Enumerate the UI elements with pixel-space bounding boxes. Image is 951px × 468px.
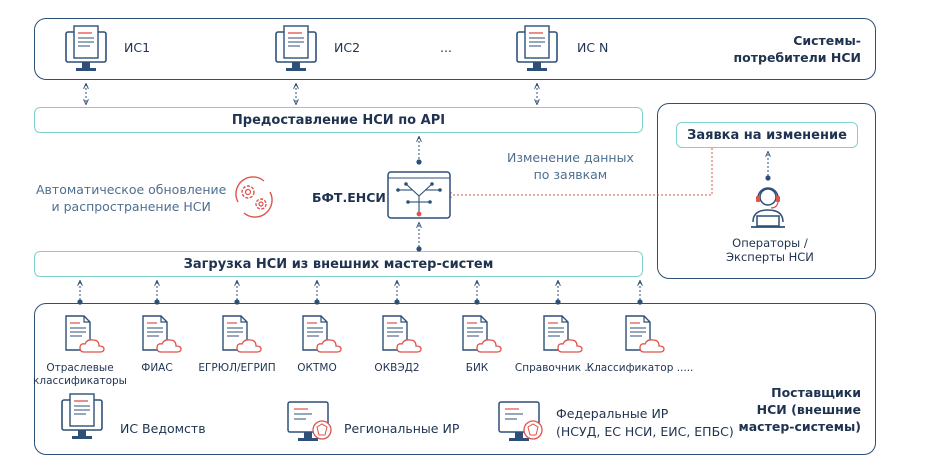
document-cloud-icon (625, 315, 665, 353)
operator-headset-icon (751, 187, 785, 228)
legend-federal-line: (НСУД, ЕС НСИ, ЕИС, ЕПБС) (556, 423, 734, 439)
supplier-source-line: ОКВЭД2 (374, 362, 420, 374)
suppliers-title-line: НСИ (внешние (756, 401, 861, 417)
coat-of-arms-icon (498, 401, 543, 441)
supplier-source-label: ОКВЭД2 (374, 362, 419, 375)
computer-doc-icon (61, 393, 103, 439)
legend-federal-line: Федеральные ИР (556, 406, 669, 421)
supplier-source-label: Классификатор ..... (587, 362, 694, 375)
supplier-source-label: ОКТМО (297, 362, 336, 375)
legend-federal: Федеральные ИР (НСУД, ЕС НСИ, ЕИС, ЕПБС) (556, 405, 734, 440)
supplier-source-line: ФИАС (141, 362, 173, 374)
supplier-source-label: Справочник ..... (515, 362, 601, 375)
computer-doc-icon (275, 25, 317, 71)
auto-update-label: Автоматическое обновление и распростране… (36, 182, 226, 216)
operators-line: Эксперты НСИ (726, 249, 814, 264)
change-note-line: по заявкам (533, 166, 608, 182)
document-cloud-icon (222, 315, 262, 353)
document-cloud-icon (462, 315, 502, 353)
supplier-source-label: ФИАС (141, 362, 172, 375)
legend-regional: Региональные ИР (344, 421, 460, 436)
supplier-source-line: Классификатор ..... (586, 362, 694, 374)
change-note: Изменение данных по заявкам (507, 150, 634, 184)
suppliers-title-line: мастер-системы) (738, 418, 861, 434)
change-note-line: Изменение данных (507, 150, 634, 165)
consumer-systems-frame (34, 18, 876, 80)
document-cloud-icon (65, 315, 105, 353)
supplier-source-label: ЕГРЮЛ/ЕГРИП (198, 362, 275, 375)
consumers-title: Системы- потребители НСИ (734, 33, 861, 67)
legend-agencies: ИС Ведомств (120, 421, 206, 436)
consumer-system-label: ИС2 (334, 40, 361, 55)
supplier-source-line: ЕГРЮЛ/ЕГРИП (198, 362, 276, 374)
platform-title: БФТ.ЕНСИ (312, 190, 386, 205)
gear-cycle-icon (235, 176, 273, 218)
coat-of-arms-icon (287, 401, 332, 441)
change-request-bar: Заявка на изменение (676, 122, 858, 148)
supplier-source-label: БИК (466, 362, 489, 375)
supplier-systems-frame (34, 303, 876, 455)
document-cloud-icon (382, 315, 422, 353)
auto-update-line: Автоматическое обновление (36, 182, 227, 197)
document-cloud-icon (142, 315, 182, 353)
consumers-title-line: потребители НСИ (733, 49, 861, 65)
computer-doc-icon (65, 25, 107, 71)
document-cloud-icon (302, 315, 342, 353)
master-load-bar: Загрузка НСИ из внешних мастер-систем (34, 251, 643, 277)
supplier-source-line: ОКТМО (297, 362, 337, 374)
consumers-title-line: Системы- (793, 33, 861, 48)
ellipsis: ... (440, 40, 452, 55)
suppliers-title-line: Поставщики (771, 385, 861, 400)
circuit-board-icon (387, 171, 451, 219)
supplier-source-line: БИК (465, 362, 489, 374)
suppliers-title: Поставщики НСИ (внешние мастер-системы) (739, 385, 861, 436)
consumer-system-label: ИС N (577, 40, 609, 55)
auto-update-line: и распространение НСИ (51, 198, 211, 214)
supplier-source-line: Справочник ..... (514, 362, 602, 374)
document-cloud-icon (543, 315, 583, 353)
operators-line: Операторы / (732, 236, 808, 250)
supplier-source-line: классификаторы (33, 374, 127, 387)
consumer-system-label: ИС1 (124, 40, 151, 55)
api-provision-bar: Предоставление НСИ по API (34, 107, 643, 133)
operators-label: Операторы / Эксперты НСИ (726, 236, 814, 265)
supplier-source-line: Отраслевые (46, 362, 114, 374)
computer-doc-icon (516, 25, 558, 71)
